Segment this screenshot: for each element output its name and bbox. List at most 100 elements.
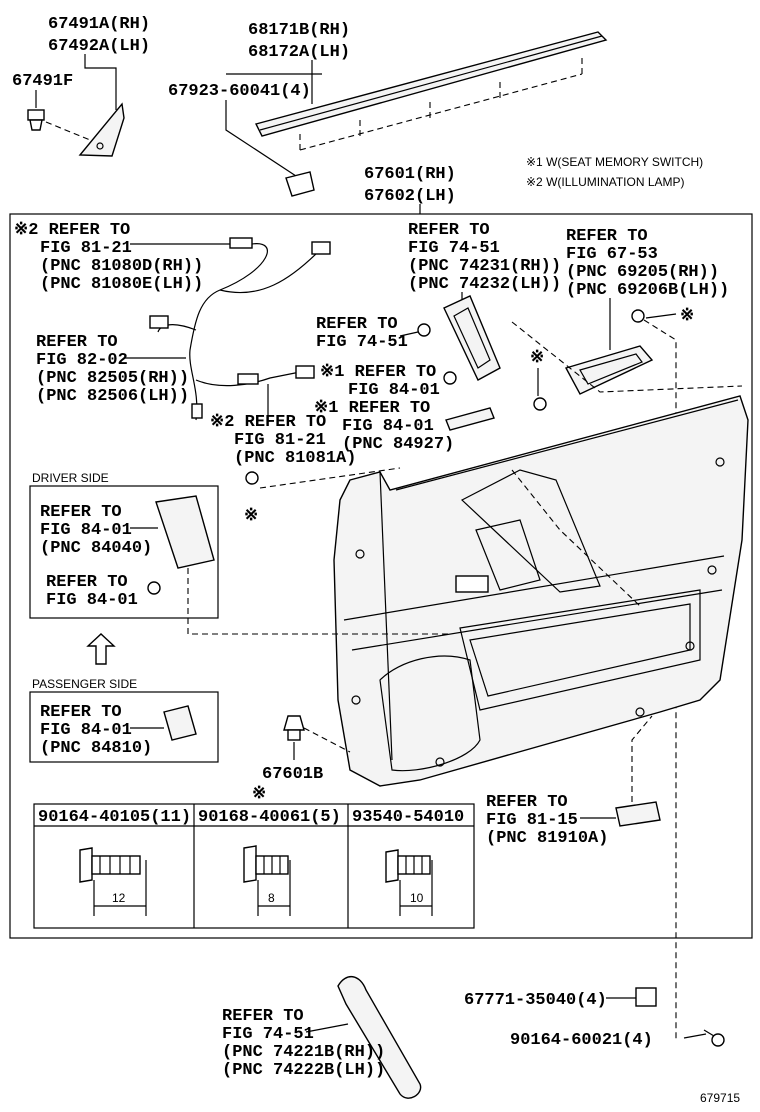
door-pull-handle-part [337, 976, 422, 1099]
label-67491f: 67491F [12, 72, 73, 91]
ref-84-01-b: REFER TO FIG 84-01 [46, 573, 138, 610]
svg-text:※1 REFER TO: ※1 REFER TO [320, 363, 436, 382]
label-67923: 67923-60041(4) [168, 82, 311, 101]
svg-text:REFER TO: REFER TO [40, 503, 122, 522]
passenger-side-box [29, 691, 219, 763]
lamp-dash [631, 715, 653, 802]
svg-text:REFER TO: REFER TO [46, 573, 128, 592]
svg-text:FIG 82-02: FIG 82-02 [36, 351, 128, 370]
table-header-1: 90164-40105(11) [38, 808, 191, 827]
wire-harness-part [130, 237, 331, 421]
leader-mark-1 [645, 313, 677, 319]
svg-text:REFER TO: REFER TO [222, 1007, 304, 1026]
svg-text:FIG 84-01: FIG 84-01 [342, 417, 434, 436]
inside-handle-part [564, 345, 654, 395]
door-trim-panel-part [333, 395, 749, 787]
diagram-code: 679715 [700, 1091, 740, 1105]
svg-text:FIG 84-01: FIG 84-01 [46, 591, 138, 610]
leader-clip-dash [45, 121, 91, 141]
label-68172a: 68172A(LH) [248, 43, 350, 62]
ref-74231: REFER TO FIG 74-51 (PNC 74231(RH)) (PNC … [408, 221, 561, 294]
svg-text:FIG 74-51: FIG 74-51 [316, 333, 408, 352]
ref-84-01-a: ※1 REFER TO FIG 84-01 [320, 363, 440, 400]
screw-icon [417, 323, 431, 337]
mark-4: ※ [252, 785, 266, 804]
screw-icon [147, 581, 161, 595]
screw-icon [443, 371, 457, 385]
svg-text:(PNC 74232(LH)): (PNC 74232(LH)) [408, 275, 561, 294]
leader-screw-dash [643, 319, 677, 1040]
screw-90164 [703, 1029, 725, 1047]
svg-text:FIG 84-01: FIG 84-01 [40, 521, 132, 540]
mark-2: ※ [530, 349, 544, 368]
leader-74-51 [399, 331, 419, 337]
svg-text:REFER TO: REFER TO [486, 793, 568, 812]
svg-text:FIG 84-01: FIG 84-01 [40, 721, 132, 740]
svg-text:(PNC 84040): (PNC 84040) [40, 539, 152, 558]
svg-text:(PNC 74221B(RH)): (PNC 74221B(RH)) [222, 1043, 385, 1062]
ref-69205: REFER TO FIG 67-53 (PNC 69205(RH)) (PNC … [566, 227, 729, 300]
clip-67771 [635, 987, 657, 1007]
clip-icon [631, 309, 645, 323]
note-1: ※1 W(SEAT MEMORY SWITCH) [526, 155, 703, 169]
clip-icon [245, 471, 259, 485]
label-67492a: 67492A(LH) [48, 37, 150, 56]
svg-text:FIG 81-15: FIG 81-15 [486, 811, 578, 830]
ref-84040: REFER TO FIG 84-01 (PNC 84040) [40, 503, 152, 558]
up-arrow-icon [86, 633, 116, 665]
svg-text:(PNC 84810): (PNC 84810) [40, 739, 152, 758]
courtesy-lamp-part [615, 801, 661, 827]
svg-text:(PNC 81081A): (PNC 81081A) [234, 449, 356, 468]
mark-1: ※ [680, 307, 694, 326]
ref-82505: REFER TO FIG 82-02 (PNC 82505(RH)) (PNC … [36, 333, 189, 406]
svg-text:REFER TO: REFER TO [408, 221, 490, 240]
ref-84810: REFER TO FIG 84-01 (PNC 84810) [40, 703, 152, 758]
driver-side-box [29, 485, 219, 619]
svg-text:※2 REFER TO: ※2 REFER TO [210, 413, 326, 432]
svg-text:FIG 81-21: FIG 81-21 [234, 431, 326, 450]
driver-side-label: DRIVER SIDE [32, 471, 109, 485]
svg-text:(PNC 82506(LH)): (PNC 82506(LH)) [36, 387, 189, 406]
ref-81080: ※2 REFER TO FIG 81-21 (PNC 81080D(RH)) (… [14, 221, 203, 294]
ref-81081a: ※2 REFER TO FIG 81-21 (PNC 81081A) [210, 413, 356, 468]
svg-text:FIG 74-51: FIG 74-51 [222, 1025, 314, 1044]
master-switch-part [155, 495, 215, 569]
svg-text:※2 REFER TO: ※2 REFER TO [14, 221, 130, 240]
ref-84927: ※1 REFER TO FIG 84-01 (PNC 84927) [314, 399, 454, 454]
ref-74-51: REFER TO FIG 74-51 [316, 315, 408, 352]
svg-text:REFER TO: REFER TO [566, 227, 648, 246]
armrest-dash [511, 469, 641, 607]
svg-text:REFER TO: REFER TO [40, 703, 122, 722]
leader-67491a [84, 54, 117, 110]
switch-base-part [443, 295, 501, 381]
svg-text:(PNC 81080E(LH)): (PNC 81080E(LH)) [40, 275, 203, 294]
corner-cover-part [78, 102, 125, 157]
clip-67601b-dash [303, 727, 351, 753]
leader-90164b [683, 1033, 707, 1039]
clip-dash [259, 467, 401, 489]
table-header-3: 93540-54010 [352, 808, 464, 827]
svg-text:※1 REFER TO: ※1 REFER TO [314, 399, 430, 418]
clip-67601b [283, 715, 305, 741]
label-67771: 67771-35040(4) [464, 991, 607, 1010]
svg-text:FIG 84-01: FIG 84-01 [348, 381, 440, 400]
main-frame [9, 213, 753, 939]
label-68171b: 68171B(RH) [248, 21, 350, 40]
label-90164b: 90164-60021(4) [510, 1031, 653, 1050]
label-67601: 67601(RH) [364, 165, 456, 184]
dim-10: 10 [410, 891, 424, 905]
note-2: ※2 W(ILLUMINATION LAMP) [526, 175, 685, 189]
svg-text:REFER TO: REFER TO [36, 333, 118, 352]
dim-12: 12 [112, 891, 126, 905]
svg-text:(PNC 69205(RH)): (PNC 69205(RH)) [566, 263, 719, 282]
svg-text:(PNC 74222B(LH)): (PNC 74222B(LH)) [222, 1061, 385, 1080]
svg-text:FIG 81-21: FIG 81-21 [40, 239, 132, 258]
svg-text:(PNC 84927): (PNC 84927) [342, 435, 454, 454]
svg-text:(PNC 74231(RH)): (PNC 74231(RH)) [408, 257, 561, 276]
belt-moulding-part [254, 31, 608, 151]
fastener-table: 90164-40105(11) 90168-40061(5) 93540-540… [33, 803, 475, 929]
leader-74221b [305, 1023, 349, 1033]
label-67602: 67602(LH) [364, 187, 456, 206]
svg-text:(PNC 81080D(RH)): (PNC 81080D(RH)) [40, 257, 203, 276]
